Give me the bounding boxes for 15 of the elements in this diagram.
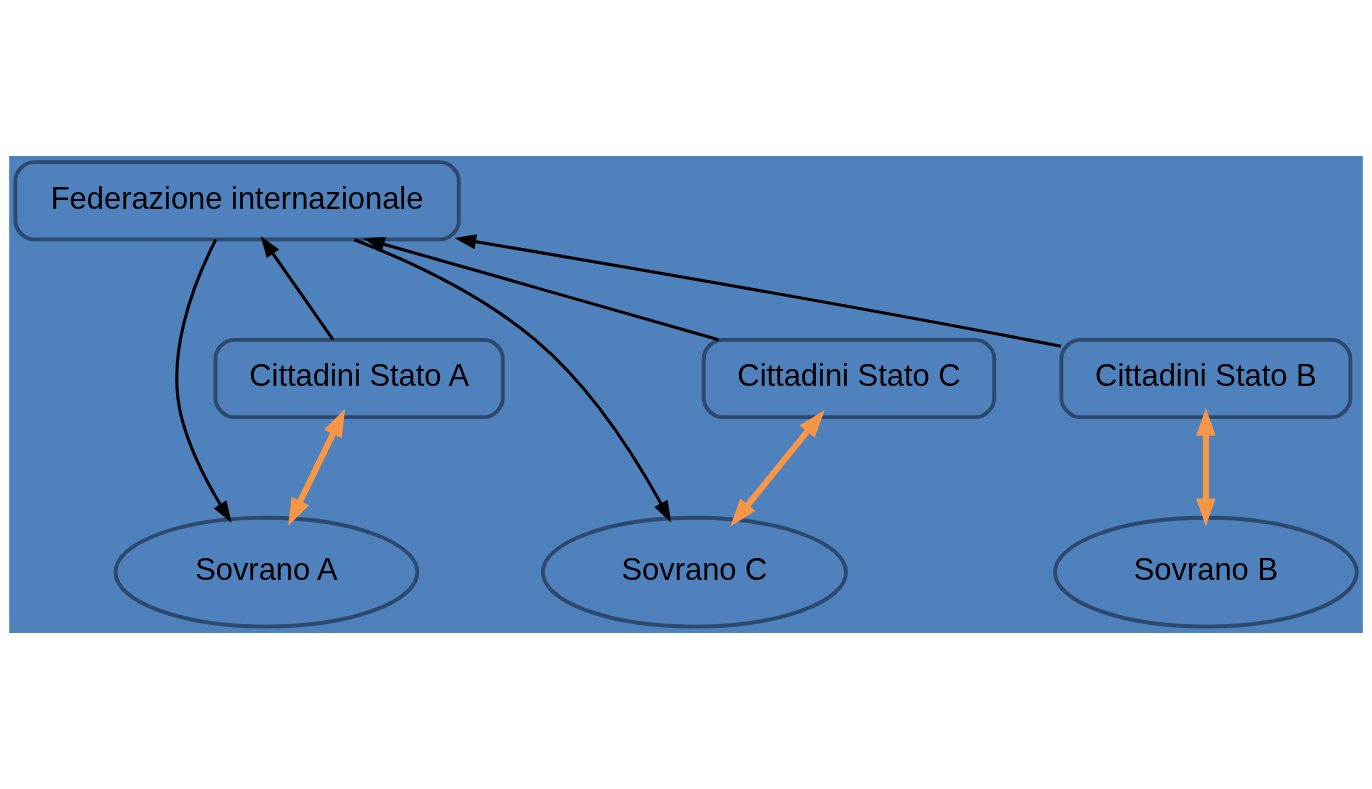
node-box: Cittadini Stato B bbox=[1059, 337, 1353, 420]
node-ellipse: Sovrano B bbox=[1053, 515, 1359, 629]
arrow bbox=[353, 238, 672, 523]
arrow bbox=[454, 234, 1062, 348]
node-ellipse: Sovrano C bbox=[540, 515, 848, 629]
arrow bbox=[1196, 407, 1216, 527]
node-box: Cittadini Stato A bbox=[213, 337, 505, 420]
arrow bbox=[363, 236, 720, 342]
arrow bbox=[260, 235, 335, 341]
arrow bbox=[730, 410, 825, 527]
node-box: Cittadini Stato C bbox=[701, 337, 997, 420]
node-ellipse: Sovrano A bbox=[113, 515, 420, 629]
arrow bbox=[288, 408, 346, 527]
arrow bbox=[175, 238, 232, 523]
node-box: Federazione internazionale bbox=[13, 160, 461, 242]
